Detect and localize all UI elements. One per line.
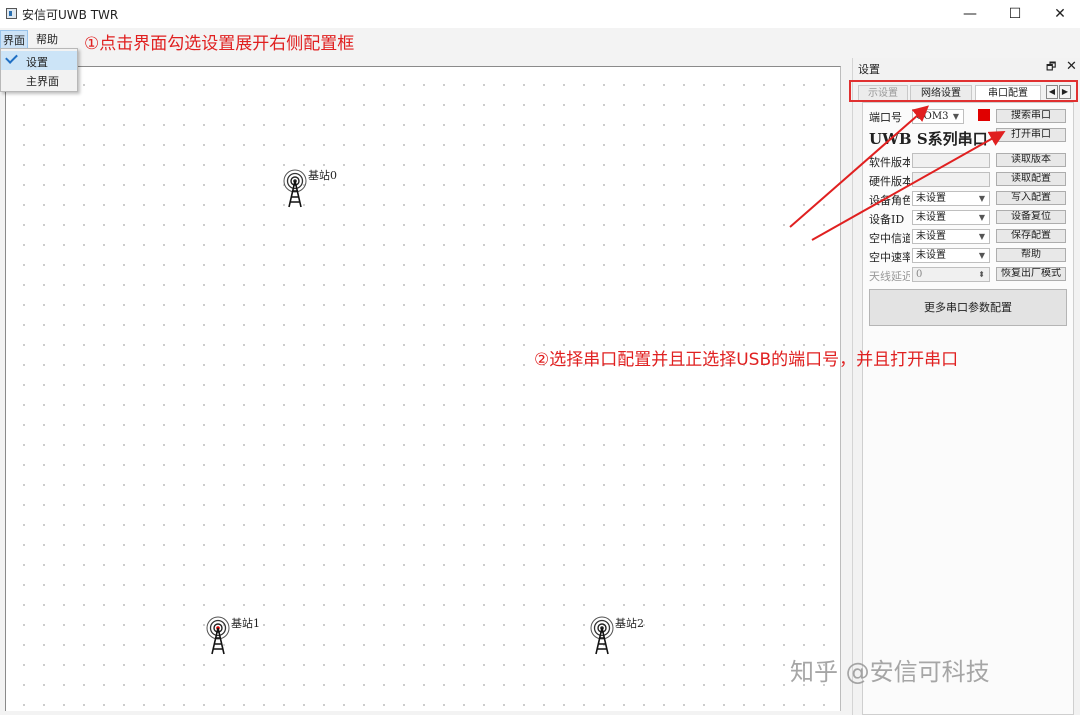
map-canvas[interactable]: 基站0 基站1 基站2 <box>5 66 841 711</box>
chevron-down-icon: ▼ <box>978 232 985 241</box>
combo-value: 未设置 <box>916 250 946 261</box>
spin-value: 0 <box>916 269 923 280</box>
tower-icon[interactable] <box>203 616 233 656</box>
tab-scroll-left-icon[interactable]: ◀ <box>1046 85 1058 99</box>
menu-item-label: 设置 <box>26 56 48 69</box>
port-label: 端口号 <box>869 111 902 124</box>
hardware-version-label: 硬件版本 <box>869 175 910 188</box>
device-reset-button[interactable]: 设备复位 <box>996 210 1066 224</box>
combo-value: 未设置 <box>916 231 946 242</box>
read-config-button[interactable]: 读取配置 <box>996 172 1066 186</box>
menu-interface[interactable]: 界面 <box>0 30 28 50</box>
watermark: 知乎 @安信可科技 <box>790 658 990 686</box>
series-label: UWB S系列串口 <box>869 130 988 148</box>
highlight-box <box>849 80 1078 102</box>
minimize-button[interactable]: — <box>963 6 977 22</box>
close-button[interactable]: ✕ <box>1054 6 1066 22</box>
software-version-label: 软件版本 <box>869 156 910 169</box>
chevron-down-icon: ▼ <box>978 213 985 222</box>
menu-item-label: 主界面 <box>26 75 59 88</box>
annotation-step2: ②选择串口配置并且正选择USB的端口号，并且打开串口 <box>534 350 959 370</box>
chevron-down-icon: ▼ <box>978 251 985 260</box>
port-status-indicator <box>978 109 990 121</box>
station-label: 基站1 <box>231 617 260 630</box>
tab-scroll-right-icon[interactable]: ▶ <box>1059 85 1071 99</box>
menu-item-settings[interactable]: 设置 <box>1 51 77 70</box>
float-icon[interactable]: 🗗 <box>1046 60 1057 73</box>
dock-close-icon[interactable]: ✕ <box>1066 59 1077 74</box>
combo-value: 未设置 <box>916 212 946 223</box>
tower-icon[interactable] <box>280 169 310 209</box>
menu-help[interactable]: 帮助 <box>36 33 58 46</box>
open-port-button[interactable]: 打开串口 <box>996 128 1066 142</box>
port-value: COM3 <box>916 111 949 122</box>
device-id-label: 设备ID <box>869 213 905 226</box>
tower-icon[interactable] <box>587 616 617 656</box>
software-version-field <box>912 153 990 168</box>
air-channel-select[interactable]: 未设置 ▼ <box>912 229 990 244</box>
dock-title: 设置 <box>858 63 880 76</box>
antenna-delay-label: 天线延迟 <box>869 270 910 283</box>
check-icon <box>5 51 18 64</box>
antenna-delay-spinbox[interactable]: 0 ⬍ <box>912 267 990 282</box>
air-rate-label: 空中速率 <box>869 251 910 264</box>
save-config-button[interactable]: 保存配置 <box>996 229 1066 243</box>
factory-reset-button[interactable]: 恢复出厂模式 <box>996 267 1066 281</box>
annotation-step1: ①点击界面勾选设置展开右侧配置框 <box>84 34 355 54</box>
menu-item-main[interactable]: 主界面 <box>1 70 77 89</box>
search-port-button[interactable]: 搜索串口 <box>996 109 1066 123</box>
title-bar: 安信可UWB TWR — ☐ ✕ <box>0 0 1080 28</box>
station-label: 基站2 <box>615 617 644 630</box>
window-title: 安信可UWB TWR <box>22 8 119 22</box>
chevron-down-icon: ▼ <box>978 194 985 203</box>
air-rate-select[interactable]: 未设置 ▼ <box>912 248 990 263</box>
read-version-button[interactable]: 读取版本 <box>996 153 1066 167</box>
chevron-down-icon: ▼ <box>952 112 959 121</box>
air-channel-label: 空中信道 <box>869 232 910 245</box>
combo-value: 未设置 <box>916 193 946 204</box>
more-serial-params-button[interactable]: 更多串口参数配置 <box>869 289 1067 326</box>
spin-arrows-icon: ⬍ <box>978 270 985 279</box>
write-config-button[interactable]: 写入配置 <box>996 191 1066 205</box>
menu-bar <box>0 28 1080 48</box>
interface-dropdown: 设置 主界面 <box>0 48 78 92</box>
device-role-select[interactable]: 未设置 ▼ <box>912 191 990 206</box>
device-id-select[interactable]: 未设置 ▼ <box>912 210 990 225</box>
device-role-label: 设备角色 <box>869 194 910 207</box>
help-button[interactable]: 帮助 <box>996 248 1066 262</box>
hardware-version-field <box>912 172 990 187</box>
app-icon <box>6 8 17 19</box>
port-select[interactable]: COM3 ▼ <box>912 109 964 124</box>
station-label: 基站0 <box>308 169 337 182</box>
maximize-button[interactable]: ☐ <box>1008 6 1022 22</box>
